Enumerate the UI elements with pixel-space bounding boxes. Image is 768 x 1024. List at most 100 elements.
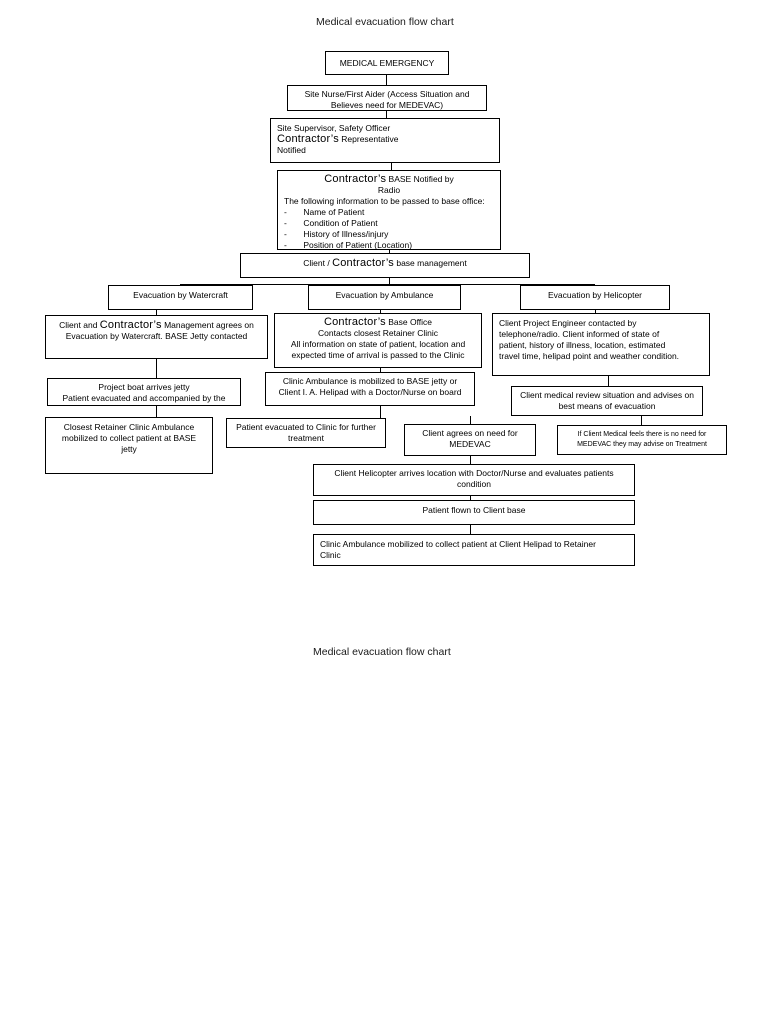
node-project-engineer-line4: travel time, helipad point and weather c… — [499, 351, 680, 361]
node-base-notified-bullet-3: - History of Illness/injury — [284, 229, 389, 239]
connector-ambulance-down — [380, 310, 381, 315]
contractor-emphasis: Contractor’s — [324, 173, 387, 185]
connector-agrees-to-helicopter — [470, 456, 471, 464]
node-patient-evac-clinic-line2: treatment — [288, 433, 324, 443]
contractor-emphasis: Contractor’s — [99, 319, 162, 331]
node-site-supervisor-line2-rest: Representative — [338, 134, 399, 144]
node-patient-flown: Patient flown to Client base — [313, 500, 635, 525]
node-patient-evac-clinic-line1: Patient evacuated to Clinic for further — [236, 422, 376, 432]
node-evac-ambulance: Evacuation by Ambulance — [308, 285, 461, 310]
node-medical-emergency-label: MEDICAL EMERGENCY — [339, 58, 435, 68]
connector-helicopter-down — [595, 310, 596, 315]
connector-review-to-noneed — [641, 416, 642, 425]
connector-base-to-management — [389, 250, 390, 254]
node-site-supervisor-line3: Notified — [277, 145, 306, 155]
node-project-engineer-line2: telephone/radio. Client informed of stat… — [499, 329, 660, 339]
node-site-nurse: Site Nurse/First Aider (Access Situation… — [287, 85, 487, 111]
node-project-boat-line1: Project boat arrives jetty — [98, 382, 190, 392]
node-no-need-medevac-line1: If Client Medical feels there is no need… — [577, 431, 707, 438]
node-base-management: Client / Contractor’s base management — [240, 253, 530, 278]
node-evac-watercraft-label: Evacuation by Watercraft — [133, 290, 228, 300]
node-base-notified-intro: The following information to be passed t… — [284, 196, 485, 206]
node-contractor-base-office-head-rest: Base Office — [385, 317, 433, 327]
node-closest-retainer: Closest Retainer Clinic Ambulance mobili… — [45, 417, 213, 474]
node-project-boat-line2: Patient evacuated and accompanied by the — [62, 393, 226, 403]
node-base-notified-bullet-4: - Position of Patient (Location) — [284, 240, 413, 250]
node-clinic-ambulance-mobilized: Clinic Ambulance is mobilized to BASE je… — [265, 372, 475, 406]
page-title-top: Medical evacuation flow chart — [316, 16, 454, 28]
node-base-notified-head-rest: BASE Notified by — [386, 174, 454, 184]
node-client-agrees-line2: MEDEVAC — [449, 439, 491, 449]
connector-review-to-agrees — [470, 416, 471, 424]
connector-helicopter-to-flown — [470, 496, 471, 501]
node-base-notified-bullet-2: - Condition of Patient — [284, 218, 378, 228]
node-project-boat: Project boat arrives jetty Patient evacu… — [47, 378, 241, 406]
node-patient-evac-clinic: Patient evacuated to Clinic for further … — [226, 418, 386, 448]
node-contractor-base-office: Contractor’s Base Office Contacts closes… — [274, 313, 482, 368]
node-medical-emergency: MEDICAL EMERGENCY — [325, 51, 449, 75]
node-base-notified: Contractor’s BASE Notified by Radio The … — [277, 170, 501, 250]
node-evac-ambulance-label: Evacuation by Ambulance — [335, 290, 434, 300]
node-helicopter-arrives-line2: condition — [456, 479, 492, 489]
node-contractor-base-office-head: Contractor’s Base Office — [279, 317, 477, 328]
node-evac-watercraft: Evacuation by Watercraft — [108, 285, 253, 310]
node-site-supervisor: Site Supervisor, Safety Officer Contract… — [270, 118, 500, 163]
node-contractor-base-office-line2: Contacts closest Retainer Clinic — [318, 328, 438, 338]
node-base-management-post: base management — [393, 258, 467, 268]
node-watercraft-mgmt-pre: Client and — [59, 320, 100, 330]
node-evac-helicopter-label: Evacuation by Helicopter — [547, 290, 643, 300]
connector-supervisor-to-base — [391, 163, 392, 170]
connector-mgmt-branch — [180, 284, 595, 285]
node-client-agrees: Client agrees on need for MEDEVAC — [404, 424, 536, 456]
node-contractor-base-office-line4: expected time of arrival is passed to th… — [291, 350, 465, 360]
node-no-need-medevac-line2: MEDEVAC they may advise on Treatment — [577, 440, 707, 448]
node-site-supervisor-line1: Site Supervisor, Safety Officer — [277, 123, 391, 133]
connector-watercraft-to-boat — [156, 359, 157, 378]
node-client-agrees-line1: Client agrees on need for — [422, 428, 518, 438]
node-no-need-medevac: If Client Medical feels there is no need… — [557, 425, 727, 455]
node-site-nurse-line2: Believes need for MEDEVAC) — [330, 100, 444, 110]
connector-nurse-to-supervisor — [386, 111, 387, 118]
connector-watercraft-down — [156, 310, 157, 315]
node-watercraft-mgmt-post: Management agrees on — [161, 320, 254, 330]
node-clinic-ambulance-helipad-line1: Clinic Ambulance mobilized to collect pa… — [320, 539, 596, 549]
node-project-engineer: Client Project Engineer contacted by tel… — [492, 313, 710, 376]
node-clinic-ambulance-helipad: Clinic Ambulance mobilized to collect pa… — [313, 534, 635, 566]
node-client-medical-review-line1: Client medical review situation and advi… — [520, 390, 694, 400]
node-closest-retainer-line1: Closest Retainer Clinic Ambulance — [63, 422, 195, 432]
node-project-engineer-line3: patient, history of illness, location, e… — [499, 340, 666, 350]
node-base-management-pre: Client / — [303, 258, 333, 268]
node-patient-flown-label: Patient flown to Client base — [422, 505, 526, 515]
node-helicopter-arrives-line1: Client Helicopter arrives location with … — [334, 468, 614, 478]
node-closest-retainer-line3: jetty — [121, 444, 137, 454]
node-watercraft-management: Client and Contractor’s Management agree… — [45, 315, 268, 359]
connector-engineer-to-review — [608, 376, 609, 386]
connector-emergency-to-nurse — [386, 75, 387, 85]
contractor-emphasis: Contractor’s — [332, 257, 394, 269]
connector-flown-to-ambulance — [470, 525, 471, 534]
node-watercraft-management-line1: Client and Contractor’s Management agree… — [50, 320, 263, 331]
node-base-notified-head-line2: Radio — [377, 185, 401, 195]
connector-mgmt-down — [389, 278, 390, 284]
node-base-notified-head: Contractor’s BASE Notified by — [284, 174, 494, 185]
node-client-medical-review: Client medical review situation and advi… — [511, 386, 703, 416]
connector-office-to-clinic-amb — [380, 368, 381, 372]
node-clinic-ambulance-helipad-line2: Clinic — [320, 550, 341, 560]
node-client-medical-review-line2: best means of evacuation — [558, 401, 656, 411]
contractor-emphasis: Contractor’s — [277, 133, 339, 145]
node-watercraft-management-line2: Evacuation by Watercraft. BASE Jetty con… — [65, 331, 248, 341]
node-site-supervisor-line2: Contractor’s Representative — [277, 134, 493, 145]
node-site-nurse-line1: Site Nurse/First Aider (Access Situation… — [304, 89, 470, 99]
node-helicopter-arrives: Client Helicopter arrives location with … — [313, 464, 635, 496]
node-evac-helicopter: Evacuation by Helicopter — [520, 285, 670, 310]
connector-clinicamb-to-evac — [380, 406, 381, 418]
node-project-engineer-line1: Client Project Engineer contacted by — [499, 318, 637, 328]
node-closest-retainer-line2: mobilized to collect patient at BASE — [61, 433, 197, 443]
node-clinic-ambulance-mobilized-line1: Clinic Ambulance is mobilized to BASE je… — [282, 376, 458, 386]
node-clinic-ambulance-mobilized-line2: Client I. A. Helipad with a Doctor/Nurse… — [278, 387, 462, 397]
contractor-emphasis: Contractor’s — [323, 316, 386, 328]
page-title-bottom: Medical evacuation flow chart — [313, 646, 451, 658]
connector-boat-to-retainer — [156, 406, 157, 417]
node-base-management-label: Client / Contractor’s base management — [245, 258, 525, 269]
